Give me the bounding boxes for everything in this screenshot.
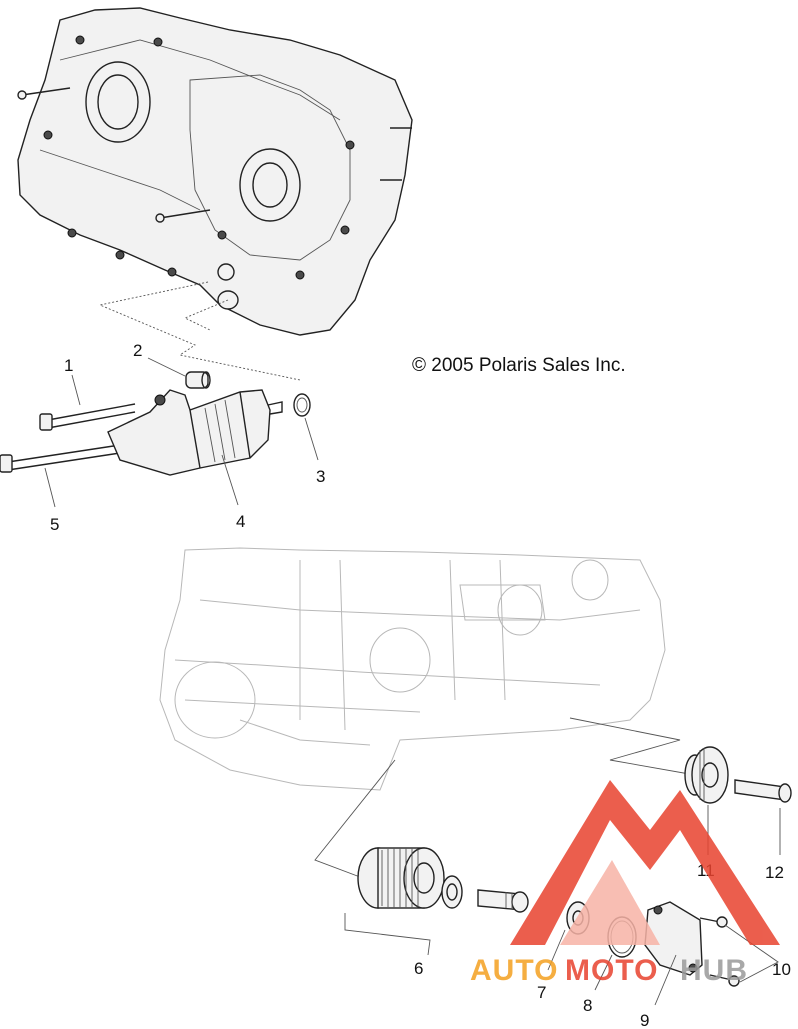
leader-line-gears bbox=[314, 717, 696, 881]
engine-ghost-drawing bbox=[159, 547, 666, 791]
callout-4: 4 bbox=[236, 512, 245, 531]
leader-line-starter bbox=[98, 281, 301, 381]
watermark-logo: AUTO MOTO HUB bbox=[470, 780, 780, 987]
callout-7: 7 bbox=[537, 983, 546, 1002]
copyright-notice: © 2005 Polaris Sales Inc. bbox=[412, 355, 626, 376]
callout-6: 6 bbox=[414, 959, 423, 978]
callout-10: 10 bbox=[772, 960, 791, 979]
callout-1: 1 bbox=[64, 356, 73, 375]
callout-3: 3 bbox=[316, 467, 325, 486]
crankcase-drawing bbox=[17, 7, 413, 336]
svg-text:MOTO: MOTO bbox=[565, 954, 658, 987]
callout-12: 12 bbox=[765, 863, 784, 882]
starter-motor bbox=[0, 371, 311, 476]
callout-2: 2 bbox=[133, 341, 142, 360]
callout-leaders bbox=[44, 357, 781, 1006]
svg-text:HUB: HUB bbox=[680, 954, 748, 987]
callout-8: 8 bbox=[583, 996, 592, 1015]
callout-9: 9 bbox=[640, 1011, 649, 1029]
svg-text:AUTO: AUTO bbox=[470, 954, 558, 987]
callout-5: 5 bbox=[50, 515, 59, 534]
